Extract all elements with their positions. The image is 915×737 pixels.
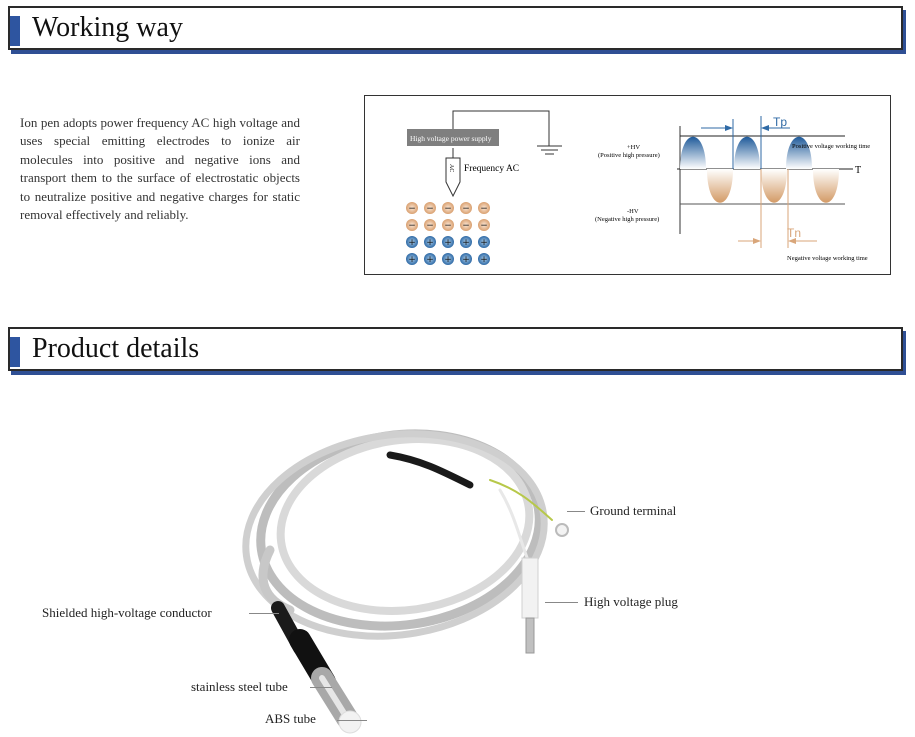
section-header-product-details: Product details xyxy=(8,327,903,371)
negative-time-label: Negative voltage working time xyxy=(787,255,868,262)
label-ground-terminal: Ground terminal xyxy=(590,503,677,518)
svg-text:−: − xyxy=(462,221,470,231)
svg-text:+: + xyxy=(480,255,488,265)
accent-bar xyxy=(10,16,20,46)
positive-ion-icon: + xyxy=(406,253,418,265)
power-supply-label: High voltage power supply xyxy=(410,134,492,143)
product-illustration: Ground terminal High voltage plug Shield… xyxy=(0,390,915,737)
section-header-working-way: Working way xyxy=(8,6,903,50)
axis-t-label: T xyxy=(855,165,861,176)
positive-time-label: Positive voltage working time xyxy=(792,143,870,150)
svg-text:−: − xyxy=(444,221,452,231)
svg-text:+: + xyxy=(462,255,470,265)
negative-ion-icon: − xyxy=(406,202,418,214)
label-high-voltage-plug: High voltage plug xyxy=(584,594,678,609)
positive-ion-icon: + xyxy=(442,236,454,248)
negative-ion-icon: − xyxy=(424,202,436,214)
tp-label: Tp xyxy=(773,115,787,129)
negative-half-wave xyxy=(707,169,733,203)
positive-ion-icon: + xyxy=(424,253,436,265)
circuit-wiring xyxy=(452,110,562,158)
positive-ion-icon: + xyxy=(478,253,490,265)
svg-text:+: + xyxy=(408,255,416,265)
svg-text:+: + xyxy=(408,238,416,248)
neg-hv-label: -HV xyxy=(627,208,639,215)
negative-ion-icon: − xyxy=(460,219,472,231)
positive-ion-icon: + xyxy=(478,236,490,248)
positive-ion-icon: + xyxy=(442,253,454,265)
positive-ion-icon: + xyxy=(424,236,436,248)
svg-text:+: + xyxy=(462,238,470,248)
tn-label: Tn xyxy=(787,226,801,240)
positive-ion-icon: + xyxy=(460,236,472,248)
svg-text:−: − xyxy=(408,204,416,214)
negative-ion-icon: − xyxy=(406,219,418,231)
svg-text:+: + xyxy=(444,238,452,248)
waveform xyxy=(677,116,853,248)
svg-text:−: − xyxy=(480,221,488,231)
section-title: Product details xyxy=(32,333,200,364)
leader-line xyxy=(567,511,585,512)
negative-ion-icon: − xyxy=(478,202,490,214)
ion-grid: −−−−−−−−−−++++++++++ xyxy=(406,202,490,265)
positive-half-wave xyxy=(680,136,706,169)
leader-line xyxy=(337,720,367,721)
negative-ion-icon: − xyxy=(478,219,490,231)
positive-half-wave xyxy=(786,136,812,169)
neg-hv-sub: (Negative high pressure) xyxy=(595,216,659,223)
leader-line xyxy=(310,687,332,688)
negative-half-wave xyxy=(761,169,787,203)
svg-text:−: − xyxy=(462,204,470,214)
svg-text:+: + xyxy=(426,238,434,248)
svg-text:−: − xyxy=(408,221,416,231)
svg-text:−: − xyxy=(426,204,434,214)
label-abs-tube: ABS tube xyxy=(265,711,316,726)
working-description: Ion pen adopts power frequency AC high v… xyxy=(20,115,300,223)
negative-ion-icon: − xyxy=(424,219,436,231)
label-stainless-steel-tube: stainless steel tube xyxy=(191,679,288,694)
leader-line xyxy=(545,602,578,603)
svg-text:+: + xyxy=(480,238,488,248)
negative-ion-icon: − xyxy=(442,219,454,231)
electrode-icon xyxy=(445,157,461,198)
cable-image xyxy=(242,429,569,734)
accent-bar xyxy=(10,337,20,367)
section-title: Working way xyxy=(32,12,183,43)
svg-text:−: − xyxy=(480,204,488,214)
frequency-label: Frequency AC xyxy=(464,164,519,174)
leader-line xyxy=(249,613,279,614)
svg-text:+: + xyxy=(444,255,452,265)
positive-half-wave xyxy=(734,136,760,169)
power-supply-box xyxy=(407,129,499,146)
negative-ion-icon: − xyxy=(460,202,472,214)
working-principle-diagram: High voltage power supply AC Frequency A… xyxy=(364,95,891,275)
label-shielded-conductor: Shielded high-voltage conductor xyxy=(42,605,212,620)
positive-ion-icon: + xyxy=(406,236,418,248)
svg-text:−: − xyxy=(444,204,452,214)
electrode-label: AC xyxy=(448,164,454,172)
svg-text:+: + xyxy=(426,255,434,265)
pos-hv-sub: (Positive high pressure) xyxy=(598,152,660,159)
pos-hv-label: +HV xyxy=(627,144,640,151)
negative-ion-icon: − xyxy=(442,202,454,214)
negative-half-wave xyxy=(813,169,839,203)
positive-ion-icon: + xyxy=(460,253,472,265)
svg-text:−: − xyxy=(426,221,434,231)
